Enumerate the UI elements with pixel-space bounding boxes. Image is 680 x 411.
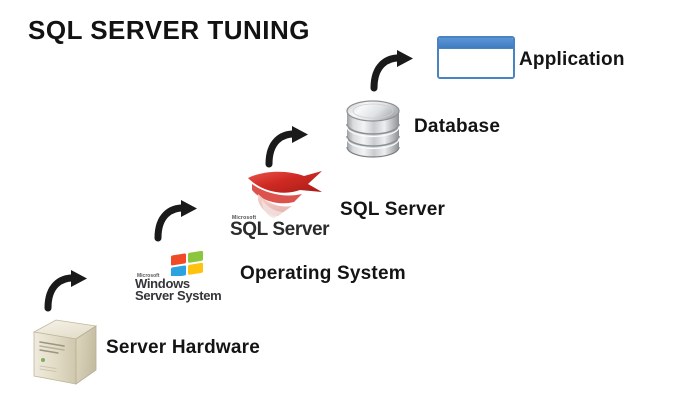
curved-arrow-up-right-icon <box>152 198 210 242</box>
curved-arrow-up-right-icon <box>263 124 321 168</box>
window-titlebar <box>439 38 513 49</box>
database-cylinder-icon <box>345 100 401 158</box>
server-tower-icon <box>30 314 100 388</box>
page-title: SQL SERVER TUNING <box>28 15 311 45</box>
windows-server-system-logo-icon: Microsoft Windows Server System <box>135 250 235 303</box>
sqlserver-logo-product: SQL Server <box>230 219 330 240</box>
layer-label-operating-system: Operating System <box>240 263 406 284</box>
application-window-icon <box>437 36 515 79</box>
layer-label-sql-server: SQL Server <box>340 199 446 220</box>
curved-arrow-up-right-icon <box>368 48 426 92</box>
windows-logo-line2: Server System <box>135 288 222 303</box>
microsoft-sql-server-logo-icon: Microsoft SQL Server <box>222 168 340 244</box>
layer-label-database: Database <box>414 116 501 137</box>
layer-label-server-hardware: Server Hardware <box>106 337 261 358</box>
sqlserver-logo-brand: Microsoft <box>232 215 257 221</box>
sql-server-swoosh-icon <box>238 168 328 220</box>
layer-label-application: Application <box>519 49 625 70</box>
window-body <box>439 49 513 77</box>
curved-arrow-up-right-icon <box>42 268 100 312</box>
windows-flag-icon <box>169 250 207 278</box>
windows-logo-brand: Microsoft <box>137 273 160 279</box>
windows-logo-line1: Windows <box>135 276 190 291</box>
